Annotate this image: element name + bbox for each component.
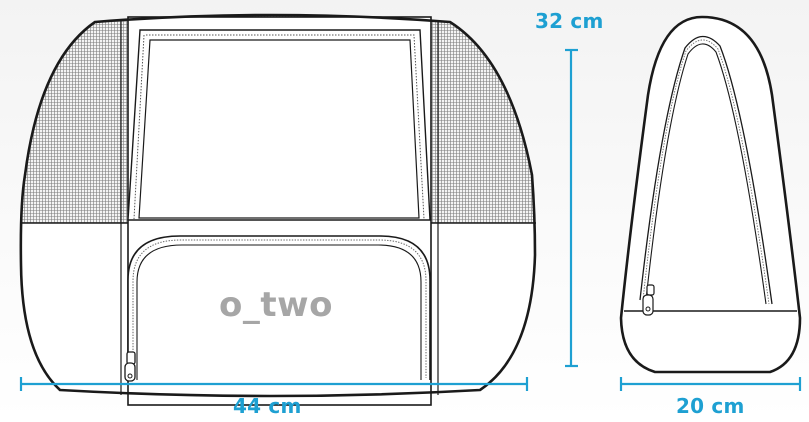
front-pocket [127, 235, 431, 380]
depth-label: 20 cm [676, 394, 745, 418]
width-label: 44 cm [233, 394, 302, 418]
height-dimension [565, 48, 578, 368]
height-label: 32 cm [535, 9, 604, 33]
depth-dimension [619, 377, 802, 391]
side-outline [619, 15, 802, 374]
brand-logo-text: o_two [219, 285, 333, 325]
zipper-pull-icon [642, 284, 655, 316]
front-view [19, 13, 537, 406]
zipper-pull-icon [124, 351, 136, 382]
side-view [619, 15, 802, 374]
front-outline [19, 13, 537, 398]
width-dimension [19, 377, 529, 391]
